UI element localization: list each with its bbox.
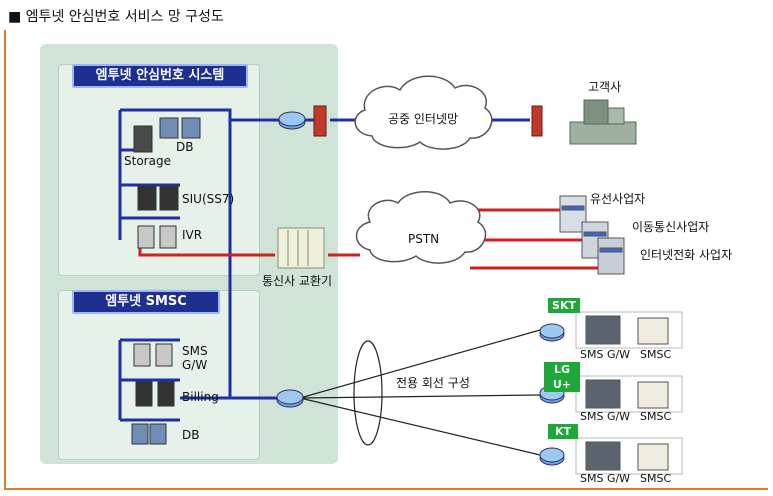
storage-icon [133, 125, 153, 153]
operator-gw-label: SMS G/W [580, 410, 631, 423]
carrier-server-icon [559, 195, 625, 275]
customer-label: 고객사 [588, 80, 622, 94]
billing-label: Billing [182, 390, 219, 404]
dedicated-line-ellipse [353, 340, 383, 446]
operator-smsc-label: SMSC [640, 472, 672, 485]
sms-gw-icon [133, 343, 151, 367]
skt-line [299, 329, 541, 399]
firewall-icon [313, 105, 543, 137]
operator-smsc-label: SMSC [640, 348, 672, 361]
sms-gw-label: SMS G/W [182, 344, 208, 372]
siu-label: SIU(SS7) [182, 192, 235, 206]
carrier-label: 인터넷전화 사업자 [640, 248, 733, 262]
lgu-line [299, 394, 541, 399]
smsc-db-icon [131, 423, 149, 445]
operator-gw-icon [585, 315, 621, 345]
operator-gw-label: SMS G/W [580, 348, 631, 361]
exchange-label: 통신사 교환기 [262, 274, 333, 288]
db-icon [159, 117, 179, 139]
router-icon [276, 111, 565, 466]
siu-icon [137, 185, 157, 211]
exchange-icon [277, 227, 325, 269]
smsc-db-label: DB [182, 428, 200, 442]
diagram-frame [4, 30, 768, 490]
internet-cloud-label: 공중 인터넷망 [388, 112, 459, 126]
operator-tag: SKT [548, 298, 580, 313]
operator-gw-label: SMS G/W [580, 472, 631, 485]
operator-tag: LG U+ [544, 362, 580, 392]
kt-line [299, 397, 541, 456]
internet-cloud [354, 75, 493, 150]
pstn-cloud [355, 191, 487, 264]
storage-label: Storage [124, 154, 171, 168]
carrier-label: 유선사업자 [590, 192, 646, 206]
billing-icon [135, 381, 153, 407]
carrier-label: 이동통신사업자 [632, 220, 710, 234]
smsc-title: 엠투넷 SMSC [72, 290, 220, 314]
operator-smsc-label: SMSC [640, 410, 672, 423]
ivr-label: IVR [182, 228, 203, 242]
internet-link-line [120, 108, 285, 122]
dedicated-line-label: 전용 회선 구성 [396, 376, 470, 390]
operator-tag: KT [548, 424, 578, 439]
pstn-cloud-label: PSTN [408, 232, 440, 246]
customer-building-icon [569, 99, 637, 145]
operator-smsc-icon [637, 317, 669, 345]
anshim-system-area [58, 64, 260, 276]
db-label: DB [176, 140, 194, 154]
ivr-icon [137, 225, 155, 249]
diagram-title: ■ 엠투넷 안심번호 서비스 망 구성도 [8, 9, 224, 25]
anshim-system-title: 엠투넷 안심번호 시스템 [72, 64, 248, 88]
